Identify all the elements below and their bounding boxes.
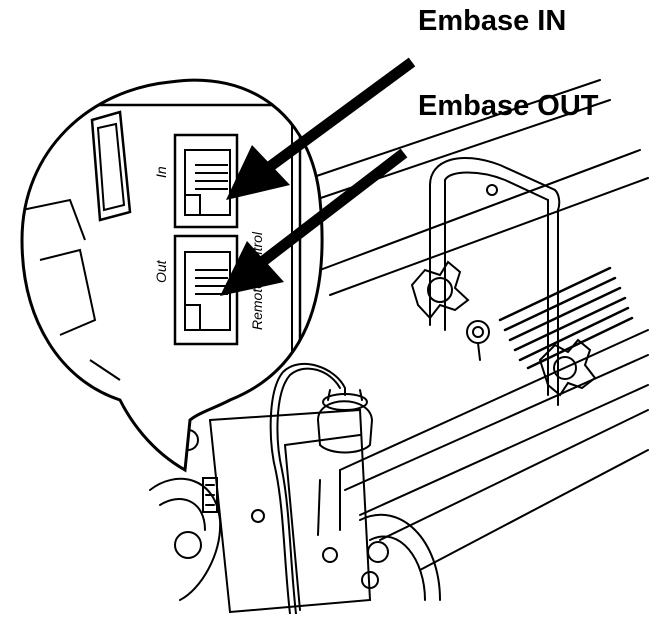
port-in-label: In: [153, 166, 169, 178]
arrow-embase-in: [226, 57, 416, 200]
embase-out-callout: Embase OUT: [418, 90, 599, 122]
arrow-embase-out: [220, 148, 408, 296]
embase-in-callout: Embase IN: [418, 5, 567, 37]
port-out-label: Out: [153, 259, 169, 283]
port-in-jack: [173, 133, 239, 229]
fixture-body: [149, 79, 649, 615]
vent-grille: [498, 266, 634, 370]
